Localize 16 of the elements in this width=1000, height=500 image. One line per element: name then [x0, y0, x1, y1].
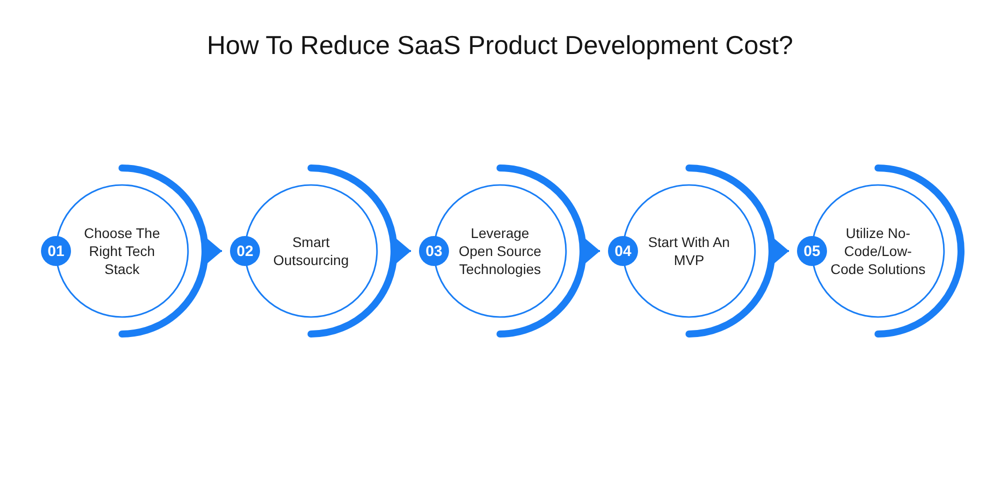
step-label: Smart Outsourcing — [272, 233, 350, 269]
number-badge: 01 — [41, 236, 71, 266]
step-circle — [797, 164, 965, 338]
number-badge: 05 — [797, 236, 827, 266]
step-circle — [608, 164, 776, 338]
step-circle — [230, 164, 398, 338]
step-circle — [41, 164, 209, 338]
title: How To Reduce SaaS Product Development Cost? — [206, 29, 794, 62]
step-label: Start With An MVP — [647, 233, 731, 269]
step-label: Choose The Right Tech Stack — [82, 224, 161, 278]
step-label: Utilize No-Code/Low-Code Solutions — [830, 224, 926, 278]
number-badge: 04 — [608, 236, 638, 266]
number-badge: 02 — [230, 236, 260, 266]
step-label: Leverage Open Source Technologies — [458, 224, 542, 278]
step-circle — [419, 164, 587, 338]
number-badge: 03 — [419, 236, 449, 266]
